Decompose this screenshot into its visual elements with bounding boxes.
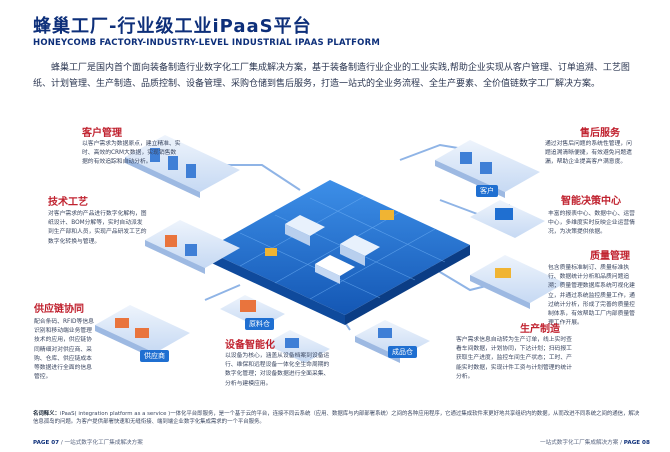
section-title-customer: 客户管理: [82, 128, 122, 139]
footer-left: PAGE 07 / 一站式数字化工厂集成解决方案: [33, 440, 143, 446]
footer-left-page: PAGE 07: [33, 440, 60, 446]
platform-machines: [265, 210, 394, 284]
section-text-quality: 包含质量标准制订、质量标准执行、数据统计分析和品质问题追溯；质量管理数据库系统可…: [548, 265, 635, 327]
raw-material-tag: 原料仓: [245, 318, 274, 330]
section-title-device: 设备智能化: [225, 340, 275, 351]
device-block: [265, 330, 330, 363]
footer-right-text: 一站式数字化工厂集成解决方案: [540, 440, 619, 446]
intro-paragraph: 蜂巢工厂是国内首个面向装备制造行业数字化工厂集成解决方案，基于装备制造行业企业的…: [33, 63, 630, 89]
section-title-tech: 技术工艺: [48, 197, 88, 208]
footer-right-page: PAGE 08: [623, 440, 650, 446]
finished-goods-tag: 成品仓: [388, 346, 417, 358]
glossary-text: iPaaS( integration platform as a service…: [33, 411, 640, 426]
section-title-production: 生产制造: [520, 324, 560, 335]
section-text-customer: 以客户需求为数据原点，建立精准、实时、高效的CRM大数据，实现销售数据的有效追踪…: [82, 141, 181, 166]
decision-block: [470, 200, 545, 238]
section-text-decision: 丰富的报表中心、数据中心、运营中心，多维度实时反映企业运营情况，为决策提供依据。: [548, 211, 635, 236]
customer-block: [125, 135, 240, 198]
footer-right: 一站式数字化工厂集成解决方案 / PAGE 08: [540, 440, 650, 446]
section-title-decision: 智能决策中心: [561, 196, 621, 207]
section-text-production: 客户需求信息自动转为生产订单，线上实时查看车间数据，计划协同，下达计划；扫码报工…: [456, 337, 572, 380]
section-title-supply: 供应链协同: [34, 304, 84, 315]
glossary-note: 名词释义：iPaaS( integration platform as a se…: [33, 410, 643, 427]
page-subtitle: HONEYCOMB FACTORY-INDUSTRY-LEVEL INDUSTR…: [33, 38, 380, 48]
section-text-tech: 对客户需求的产品进行数字化解构，图纸设计、BOM分解等，实时自动派发到生产部和人…: [48, 211, 147, 245]
main-platform-side-right: [345, 245, 470, 325]
footer-left-text: 一站式数字化工厂集成解决方案: [64, 440, 143, 446]
glossary-label: 名词释义：: [33, 411, 60, 417]
section-title-quality: 质量管理: [590, 251, 630, 262]
section-text-device: 以设备为核心，涵盖从设备档案到设备运行、维保和远程设备一体化全生命周期的数字化管…: [225, 353, 330, 387]
section-text-supply: 配合条码、RFID等信息识别和移动端业务管理技术的应用，供应链协同精细对对供应商…: [34, 319, 94, 381]
section-text-after-sales: 通过对售后问题的系统性管理，问题追溯清晰便捷，有效避免问题遗漏，帮助企业提高客户…: [545, 141, 632, 166]
section-title-after-sales: 售后服务: [580, 128, 620, 139]
quality-block: [470, 255, 565, 309]
page-title: 蜂巢工厂-行业级工业iPaaS平台: [33, 16, 312, 37]
supplier-tag: 供应商: [140, 350, 169, 362]
main-platform-side-left: [205, 250, 345, 325]
customer-tag: 客户: [476, 185, 498, 197]
tech-block: [145, 220, 240, 274]
